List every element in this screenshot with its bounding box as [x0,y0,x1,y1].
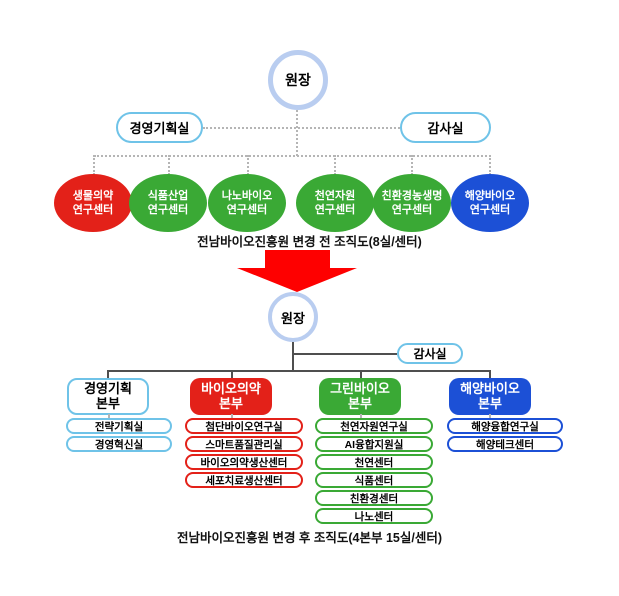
connector-solid-stub [360,370,362,379]
before-center-marine-bio: 해양바이오 연구센터 [451,174,529,232]
connector-dotted-stub [489,155,491,175]
connector-dotted-vertical [296,110,298,156]
connector-dotted-stub [93,155,95,175]
after-division-management-planning: 경영기획 본부 [67,378,149,415]
center-label: 연구센터 [314,204,356,216]
unit-pill: 전략기획실 [66,418,172,434]
connector-solid-stub [231,370,233,379]
after-audit-office-label: 감사실 [413,347,447,361]
connector-dotted-stub [411,155,413,175]
connector-solid-rail [107,370,490,372]
division-label: 본부 [219,395,243,411]
unit-pill: 스마트품질관리실 [185,436,303,452]
connector-dotted-stub [108,414,110,418]
connector-solid-stub [489,370,491,379]
connector-dotted-stub [360,414,362,418]
center-label: 연구센터 [469,204,511,216]
division-label: 본부 [478,395,502,411]
division-label: 경영기획 [84,380,132,396]
before-planning-office-label: 경영기획실 [129,121,190,136]
before-center-biomedicine: 생물의약 연구센터 [54,174,132,232]
center-label: 연구센터 [391,204,433,216]
center-label: 나노바이오 [221,189,273,202]
center-label: 연구센터 [226,204,268,216]
division-label: 그린바이오 [330,380,390,396]
connector-solid-stub [107,370,109,379]
center-label: 식품산업 [147,189,189,202]
before-center-food-industry: 식품산업 연구센터 [129,174,207,232]
center-label: 연구센터 [72,204,114,216]
connector-solid-audit-branch [292,353,397,355]
unit-pill: 천연센터 [315,454,433,470]
before-director-node: 원장 [268,50,328,110]
unit-pill: 친환경센터 [315,490,433,506]
center-label: 연구센터 [147,204,189,216]
connector-dotted-stub [247,155,249,175]
after-division-marinebio: 해양바이오 본부 [449,378,531,415]
after-division-greenbio: 그린바이오 본부 [319,378,401,415]
unit-pill: 바이오의약생산센터 [185,454,303,470]
unit-pill: 경영혁신실 [66,436,172,452]
center-label: 생물의약 [72,189,114,202]
division-label: 해양바이오 [460,380,520,396]
before-center-natural-resources: 천연자원 연구센터 [296,174,374,232]
connector-dotted-stub [168,155,170,175]
connector-dotted-stub [231,414,233,418]
division-label: 바이오의약 [201,380,261,396]
transition-arrow-icon [237,250,357,292]
after-audit-office: 감사실 [397,343,463,364]
connector-dotted-horizontal [203,127,400,129]
unit-pill: 식품센터 [315,472,433,488]
unit-pill: 천연자원연구실 [315,418,433,434]
unit-pill: AI융합지원실 [315,436,433,452]
center-label: 친환경농생명 [381,189,443,202]
after-director-node: 원장 [268,292,318,342]
division-label: 본부 [96,395,120,411]
before-audit-office-label: 감사실 [427,121,464,136]
unit-pill: 나노센터 [315,508,433,524]
before-audit-office: 감사실 [400,112,491,143]
division-label: 본부 [348,395,372,411]
unit-pill: 세포치료생산센터 [185,472,303,488]
before-planning-office: 경영기획실 [116,112,203,143]
center-label: 천연자원 [314,189,356,202]
connector-dotted-rail [94,155,491,157]
connector-dotted-stub [489,414,491,418]
after-units-management-planning: 전략기획실 경영혁신실 [66,418,172,452]
unit-pill: 해양융합연구실 [447,418,563,434]
connector-dotted-stub [334,155,336,175]
after-units-greenbio: 천연자원연구실 AI융합지원실 천연센터 식품센터 친환경센터 나노센터 [315,418,433,524]
before-center-eco-agrobio: 친환경농생명 연구센터 [373,174,451,232]
before-center-nanobio: 나노바이오 연구센터 [208,174,286,232]
after-units-biopharma: 첨단바이오연구실 스마트품질관리실 바이오의약생산센터 세포치료생산센터 [185,418,303,488]
before-caption: 전남바이오진흥원 변경 전 조직도(8실/센터) [197,235,422,249]
unit-pill: 해양테크센터 [447,436,563,452]
center-label: 해양바이오 [464,189,516,202]
after-director-label: 원장 [281,310,305,326]
unit-pill: 첨단바이오연구실 [185,418,303,434]
after-units-marinebio: 해양융합연구실 해양테크센터 [447,418,563,452]
after-caption: 전남바이오진흥원 변경 후 조직도(4본부 15실/센터) [176,531,443,545]
connector-solid-vertical [292,342,294,371]
after-division-biopharma: 바이오의약 본부 [190,378,272,415]
before-director-label: 원장 [285,72,311,88]
